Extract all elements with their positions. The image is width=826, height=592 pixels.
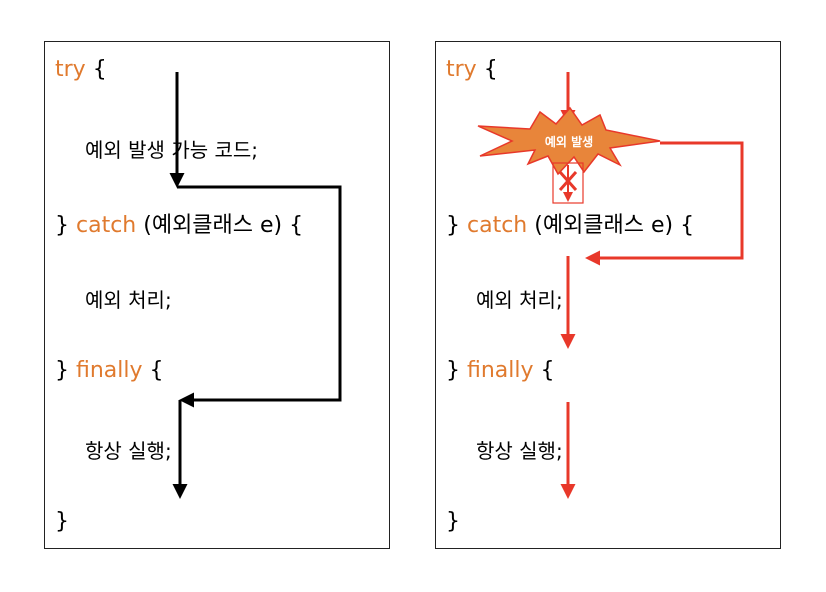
right-flow-panel: try { } catch (예외클래스 e) { 예외 처리; } final… <box>435 41 781 549</box>
finally-line: } finally { <box>446 358 555 383</box>
handler-statement: 예외 처리; <box>476 288 563 312</box>
catch-open-brace: } <box>446 213 467 238</box>
try-keyword: try <box>446 57 477 82</box>
finally-keyword: finally <box>467 358 534 383</box>
catch-keyword: catch <box>76 213 137 238</box>
try-brace: { <box>476 57 498 82</box>
catch-args: (예외클래스 e) { <box>527 213 695 238</box>
catch-args: (예외클래스 e) { <box>136 213 304 238</box>
left-flow-panel: try { 예외 발생 가능 코드; } catch (예외클래스 e) { 예… <box>44 41 390 549</box>
finally-keyword: finally <box>76 358 143 383</box>
finally-line: } finally { <box>55 358 164 383</box>
catch-keyword: catch <box>467 213 528 238</box>
finally-brace: { <box>142 358 164 383</box>
finally-brace: { <box>533 358 555 383</box>
try-line: try { <box>446 57 498 82</box>
finally-open-brace: } <box>55 358 76 383</box>
catch-line: } catch (예외클래스 e) { <box>446 207 694 239</box>
finally-open-brace: } <box>446 358 467 383</box>
try-keyword: try <box>55 57 86 82</box>
risky-statement: 예외 발생 가능 코드; <box>85 138 259 162</box>
always-statement: 항상 실행; <box>85 439 172 463</box>
catch-line: } catch (예외클래스 e) { <box>55 207 303 239</box>
closing-brace: } <box>446 509 460 534</box>
closing-brace: } <box>55 509 69 534</box>
always-statement: 항상 실행; <box>476 439 563 463</box>
catch-open-brace: } <box>55 213 76 238</box>
try-line: try { <box>55 57 107 82</box>
handler-statement: 예외 처리; <box>85 288 172 312</box>
try-brace: { <box>85 57 107 82</box>
